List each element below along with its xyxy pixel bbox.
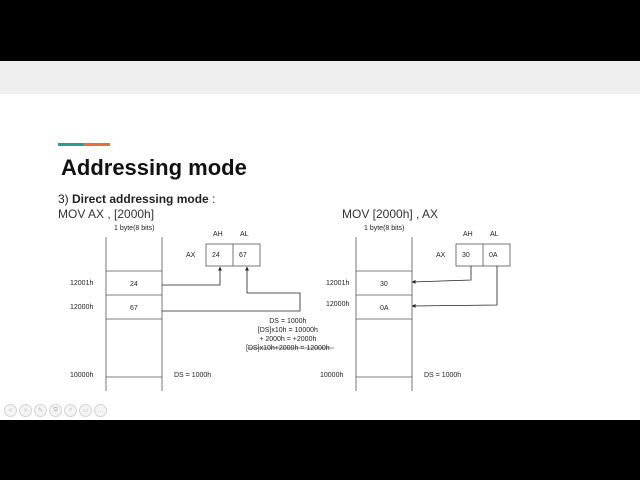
right-memory-diagram [355, 237, 511, 391]
prev-slide-icon[interactable]: < [4, 404, 17, 417]
bottom-letterbox [0, 420, 640, 480]
title-accent-teal [58, 143, 84, 146]
right-cell-12001: 30 [380, 281, 388, 288]
left-cell-12001: 24 [130, 281, 138, 288]
left-register-name: AX [186, 252, 196, 259]
more-icon[interactable]: … [94, 404, 107, 417]
subtitle-suffix: : [208, 192, 216, 206]
left-addr-12001: 12001h [70, 280, 94, 287]
left-ah-value: 24 [212, 252, 220, 259]
right-register-name: AX [436, 252, 446, 259]
title-accent-orange [84, 143, 110, 146]
right-al-value: 0A [489, 252, 498, 259]
left-instruction: MOV AX , [2000h] [58, 207, 155, 221]
slide: Addressing mode 3) Direct addressing mod… [0, 61, 640, 420]
slide-toolbar: < > ✎ ⧉ ⌕ ▭ … [4, 404, 107, 417]
next-slide-icon[interactable]: > [19, 404, 32, 417]
right-al-label: AL [490, 231, 499, 238]
right-ds-label: DS = 1000h [424, 372, 462, 379]
diagram-lines [105, 237, 511, 391]
calc-line-3: + 2000h = +2000h [259, 336, 317, 343]
right-byte-label: 1 byte(8 bits) [364, 225, 405, 232]
left-memory-diagram [105, 237, 261, 391]
left-al-value: 67 [239, 252, 247, 259]
address-calculation: DS = 1000h [DS]x10h = 10000h + 2000h = +… [246, 317, 330, 353]
left-addr-10000: 10000h [70, 372, 94, 379]
subtitle-prefix: 3) [58, 192, 73, 206]
screen-icon[interactable]: ▭ [79, 404, 92, 417]
pen-icon[interactable]: ✎ [34, 404, 47, 417]
slides-icon[interactable]: ⧉ [49, 404, 62, 417]
right-ah-value: 30 [462, 252, 470, 259]
right-instruction: MOV [2000h] , AX [342, 207, 439, 221]
left-ah-label: AH [213, 231, 223, 238]
zoom-icon[interactable]: ⌕ [64, 404, 77, 417]
subtitle-bold: Direct addressing mode [72, 192, 209, 206]
left-arrows [162, 266, 301, 312]
slide-subtitle: 3) Direct addressing mode : [58, 192, 215, 206]
right-addr-10000: 10000h [320, 372, 344, 379]
right-ah-label: AH [463, 231, 473, 238]
calc-line-4: [DS]x10h+2000h = 12000h [246, 345, 330, 352]
left-cell-12000: 67 [130, 305, 138, 312]
right-cell-12000: 0A [380, 305, 389, 312]
right-addr-12000: 12000h [326, 301, 350, 308]
left-byte-label: 1 byte(8 bits) [114, 225, 155, 232]
calc-line-2: [DS]x10h = 10000h [257, 327, 318, 334]
top-letterbox [0, 0, 640, 61]
right-arrows [411, 266, 498, 308]
slide-header-strip [0, 61, 640, 94]
slide-title: Addressing mode [61, 155, 247, 180]
right-addr-12001: 12001h [326, 280, 350, 287]
left-addr-12000: 12000h [70, 304, 94, 311]
left-ds-label: DS = 1000h [174, 372, 212, 379]
left-al-label: AL [240, 231, 249, 238]
calc-line-1: DS = 1000h [269, 318, 307, 325]
